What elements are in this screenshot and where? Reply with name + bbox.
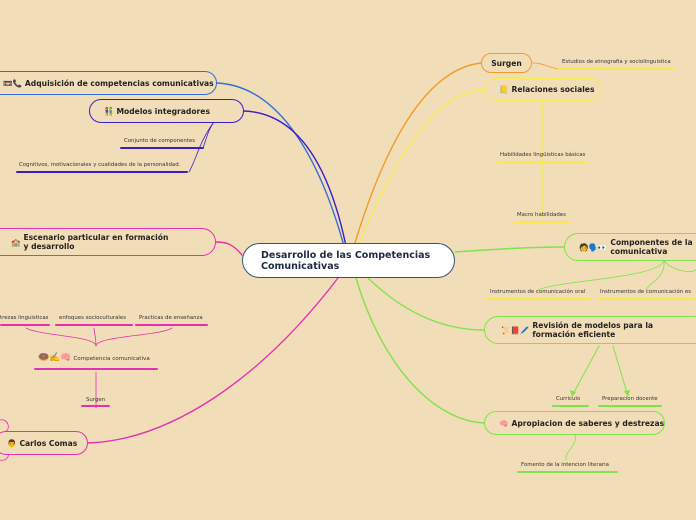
topic-adquisicion[interactable]: 📼📞 Adquisición de competencias comunicat… bbox=[0, 71, 217, 95]
sub-line-modelos-2 bbox=[188, 121, 215, 173]
sub-line-fan-2 bbox=[93, 327, 97, 347]
arrowhead-preparacion bbox=[624, 390, 630, 397]
central-topic[interactable]: Desarrollo de las Competencias Comunicat… bbox=[242, 243, 455, 278]
topic-relaciones-sociales[interactable]: 📒 Relaciones sociales bbox=[484, 78, 602, 101]
underline-trezas bbox=[0, 324, 50, 326]
topic-revision-modelos[interactable]: 📜📕🖊️ Revisión de modelos para la formaci… bbox=[484, 316, 696, 344]
topic-escenario[interactable]: 🏫 Escenario particular en formación y de… bbox=[0, 228, 216, 256]
sub-line-preparacion bbox=[612, 345, 629, 397]
leaf-surgen-left[interactable]: Surgen bbox=[86, 397, 106, 403]
leaf-trezas-linguisticas[interactable]: trezas linguisticas bbox=[0, 315, 49, 321]
topic-apropiacion[interactable]: 🧠 Apropiacion de saberes y destrezas bbox=[484, 411, 665, 435]
scroll-book-pen-icon: 📜📕🖊️ bbox=[501, 325, 530, 335]
underline-enfoques bbox=[55, 324, 133, 326]
underline-conjunto bbox=[120, 147, 204, 149]
school-icon: 🏫 bbox=[11, 237, 21, 247]
topic-apropiacion-label: Apropiacion de saberes y destrezas bbox=[511, 418, 665, 428]
leaf-enfoques-socioculturales[interactable]: enfoques socioculturales bbox=[59, 315, 127, 321]
donut-pen-brain-icon: 🍩✍️🧠 bbox=[38, 353, 72, 363]
underline-instrumentos-escrita bbox=[596, 298, 696, 300]
leaf-conjunto-componentes[interactable]: Conjunto de componentes bbox=[124, 138, 196, 144]
leaf-instrumentos-escrita[interactable]: Instrumentos de comunicación es bbox=[600, 289, 692, 295]
leaf-competencia-comunicativa[interactable]: 🍩✍️🧠 Competencia comunicativa bbox=[38, 353, 150, 363]
topic-surgen[interactable]: Surgen bbox=[481, 53, 532, 73]
leaf-practicas-ensenanza[interactable]: Practicas de enseñanza bbox=[139, 315, 203, 321]
branch-line-carlos bbox=[87, 277, 339, 444]
arrowhead-curriculo bbox=[570, 390, 576, 397]
topic-componentes[interactable]: 🧑🗣️👀 Componentes de la comunicativa bbox=[564, 233, 696, 261]
underline-estudios bbox=[558, 68, 676, 70]
underline-preparacion bbox=[598, 405, 662, 407]
man-icon: 👨 bbox=[7, 438, 17, 448]
branch-line-modelos bbox=[243, 110, 347, 247]
brain-icon: 🧠 bbox=[499, 418, 509, 428]
branch-line-apropiacion bbox=[355, 277, 485, 424]
leaf-curriculo[interactable]: Curriculo bbox=[556, 396, 581, 402]
underline-macro bbox=[513, 221, 571, 223]
competencia-label: Competencia comunicativa bbox=[73, 356, 150, 362]
leaf-instrumentos-oral[interactable]: Instrumentos de comunicación oral bbox=[490, 289, 586, 295]
topic-modelos-integradores[interactable]: 👫 Modelos integradores bbox=[89, 99, 244, 123]
topic-modelos-label: Modelos integradores bbox=[116, 106, 210, 116]
sub-line-fan-1 bbox=[25, 327, 97, 347]
sub-line-surgen bbox=[531, 62, 561, 70]
sub-line-componentes bbox=[537, 259, 665, 291]
sub-line-fan-3 bbox=[95, 327, 173, 347]
branch-line-revision bbox=[365, 275, 485, 331]
leaf-cognitivos[interactable]: Cognitivos, motivacionales y cualidades … bbox=[19, 162, 181, 168]
branch-line-surgen bbox=[353, 62, 482, 247]
underline-cognitivos bbox=[16, 171, 188, 173]
topic-escenario-label: Escenario particular en formación y desa… bbox=[23, 233, 169, 251]
sub-line-componentes-2 bbox=[645, 259, 665, 291]
people-icon: 👫 bbox=[104, 106, 114, 116]
tape-phone-icon: 📼📞 bbox=[3, 78, 22, 88]
leaf-fomento-intencion[interactable]: Fomento de la intencion literaria bbox=[521, 462, 609, 468]
underline-surgen-left bbox=[81, 405, 110, 407]
notebook-icon: 📒 bbox=[499, 85, 509, 94]
sub-line-modelos bbox=[202, 121, 215, 149]
topic-carlos-label: Carlos Comas bbox=[19, 438, 78, 448]
person-speaking-eyes-icon: 🧑🗣️👀 bbox=[579, 242, 608, 252]
central-topic-label: Desarrollo de las Competencias Comunicat… bbox=[261, 249, 431, 272]
topic-adquisicion-label: Adquisición de competencias comunicativa… bbox=[24, 78, 214, 88]
underline-competencia bbox=[34, 368, 158, 370]
sub-line-apropiacion bbox=[565, 433, 576, 461]
branch-line-componentes bbox=[454, 246, 565, 253]
underline-practicas bbox=[135, 324, 208, 326]
topic-revision-label: Revisión de modelos para la formación ef… bbox=[532, 321, 654, 339]
underline-habilidades bbox=[496, 161, 588, 163]
underline-fomento bbox=[517, 471, 618, 473]
topic-componentes-label: Componentes de la comunicativa bbox=[610, 238, 693, 256]
topic-relaciones-label: Relaciones sociales bbox=[511, 85, 595, 94]
leaf-preparacion-docente[interactable]: Preparacion docente bbox=[602, 396, 658, 402]
sub-line-componentes-3 bbox=[663, 259, 696, 272]
underline-curriculo bbox=[552, 405, 589, 407]
leaf-estudios-etnografia[interactable]: Estudios de etnografia y sociolinguistic… bbox=[562, 59, 671, 65]
leaf-macro-habilidades[interactable]: Macro habilidades bbox=[517, 212, 566, 218]
branch-line-relaciones bbox=[357, 89, 485, 247]
branch-line-escenario bbox=[215, 241, 243, 256]
sub-line-curriculo bbox=[571, 345, 600, 397]
topic-surgen-label: Surgen bbox=[491, 58, 522, 68]
underline-instrumentos-oral bbox=[486, 298, 592, 300]
leaf-habilidades-basicas[interactable]: Habilidades lingüisticas básicas bbox=[500, 152, 586, 158]
topic-carlos-comas[interactable]: 👨 Carlos Comas bbox=[0, 431, 88, 455]
